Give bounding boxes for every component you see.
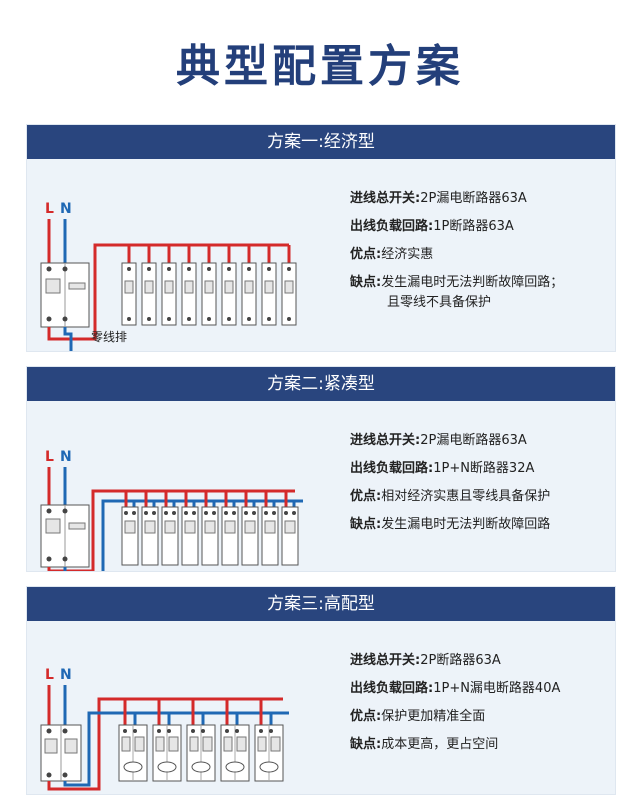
spec-disadvantage: 缺点:发生漏电时无法判断故障回路；且零线不具备保护: [350, 275, 564, 310]
main-rcd-breaker: [40, 262, 90, 328]
spec-disadvantage: 缺点:发生漏电时无法判断故障回路: [350, 517, 551, 532]
scheme-heading: 方案三:高配型: [27, 587, 615, 621]
scheme-heading: 方案二:紧凑型: [27, 367, 615, 401]
wiring-diagram-premium: L N: [40, 667, 289, 791]
spec-incoming-switch: 进线总开关:2P漏电断路器63A: [350, 433, 527, 448]
neutral-label: N: [60, 201, 72, 217]
spec-advantage: 优点:相对经济实惠且零线具备保护: [350, 489, 551, 504]
live-label: L: [45, 201, 54, 217]
scheme-heading: 方案一:经济型: [27, 125, 615, 159]
scheme-panel-compact: 方案二:紧凑型 L N: [26, 366, 616, 572]
live-label: L: [45, 449, 54, 465]
wiring-diagram-economy: L N: [40, 201, 297, 351]
spec-advantage: 优点:经济实惠: [350, 247, 434, 262]
spec-incoming-switch: 进线总开关:2P断路器63A: [350, 653, 501, 668]
spec-outgoing-circuit: 出线负载回路:1P断路器63A: [350, 219, 514, 234]
spec-outgoing-circuit: 出线负载回路:1P+N断路器32A: [350, 461, 535, 476]
main-rcd-breaker: [40, 504, 90, 568]
spec-advantage: 优点:保护更加精准全面: [350, 709, 486, 724]
neutral-label: N: [60, 667, 72, 683]
live-label: L: [45, 667, 54, 683]
wiring-diagram-compact: L N: [40, 449, 303, 571]
neutral-busbar-label: 零线排: [91, 330, 127, 344]
scheme-panel-economy: 方案一:经济型 L N: [26, 124, 616, 352]
spec-disadvantage: 缺点:成本更高，更占空间: [350, 737, 499, 752]
spec-outgoing-circuit: 出线负载回路:1P+N漏电断路器40A: [350, 681, 561, 696]
spec-incoming-switch: 进线总开关:2P漏电断路器63A: [350, 191, 527, 206]
main-breaker: [40, 724, 82, 782]
branch-breakers: [121, 243, 297, 326]
scheme-panel-premium: 方案三:高配型 L N: [26, 586, 616, 795]
spec-list: 进线总开关:2P漏电断路器63A 出线负载回路:1P+N断路器32A 优点:相对…: [350, 431, 550, 543]
branch-breakers: [121, 491, 299, 566]
spec-list: 进线总开关:2P断路器63A 出线负载回路:1P+N漏电断路器40A 优点:保护…: [350, 651, 560, 763]
spec-list: 进线总开关:2P漏电断路器63A 出线负载回路:1P断路器63A 优点:经济实惠…: [350, 189, 563, 321]
branch-rcbo-breakers: [118, 699, 284, 782]
page-title: 典型配置方案: [176, 41, 464, 92]
neutral-label: N: [60, 449, 72, 465]
